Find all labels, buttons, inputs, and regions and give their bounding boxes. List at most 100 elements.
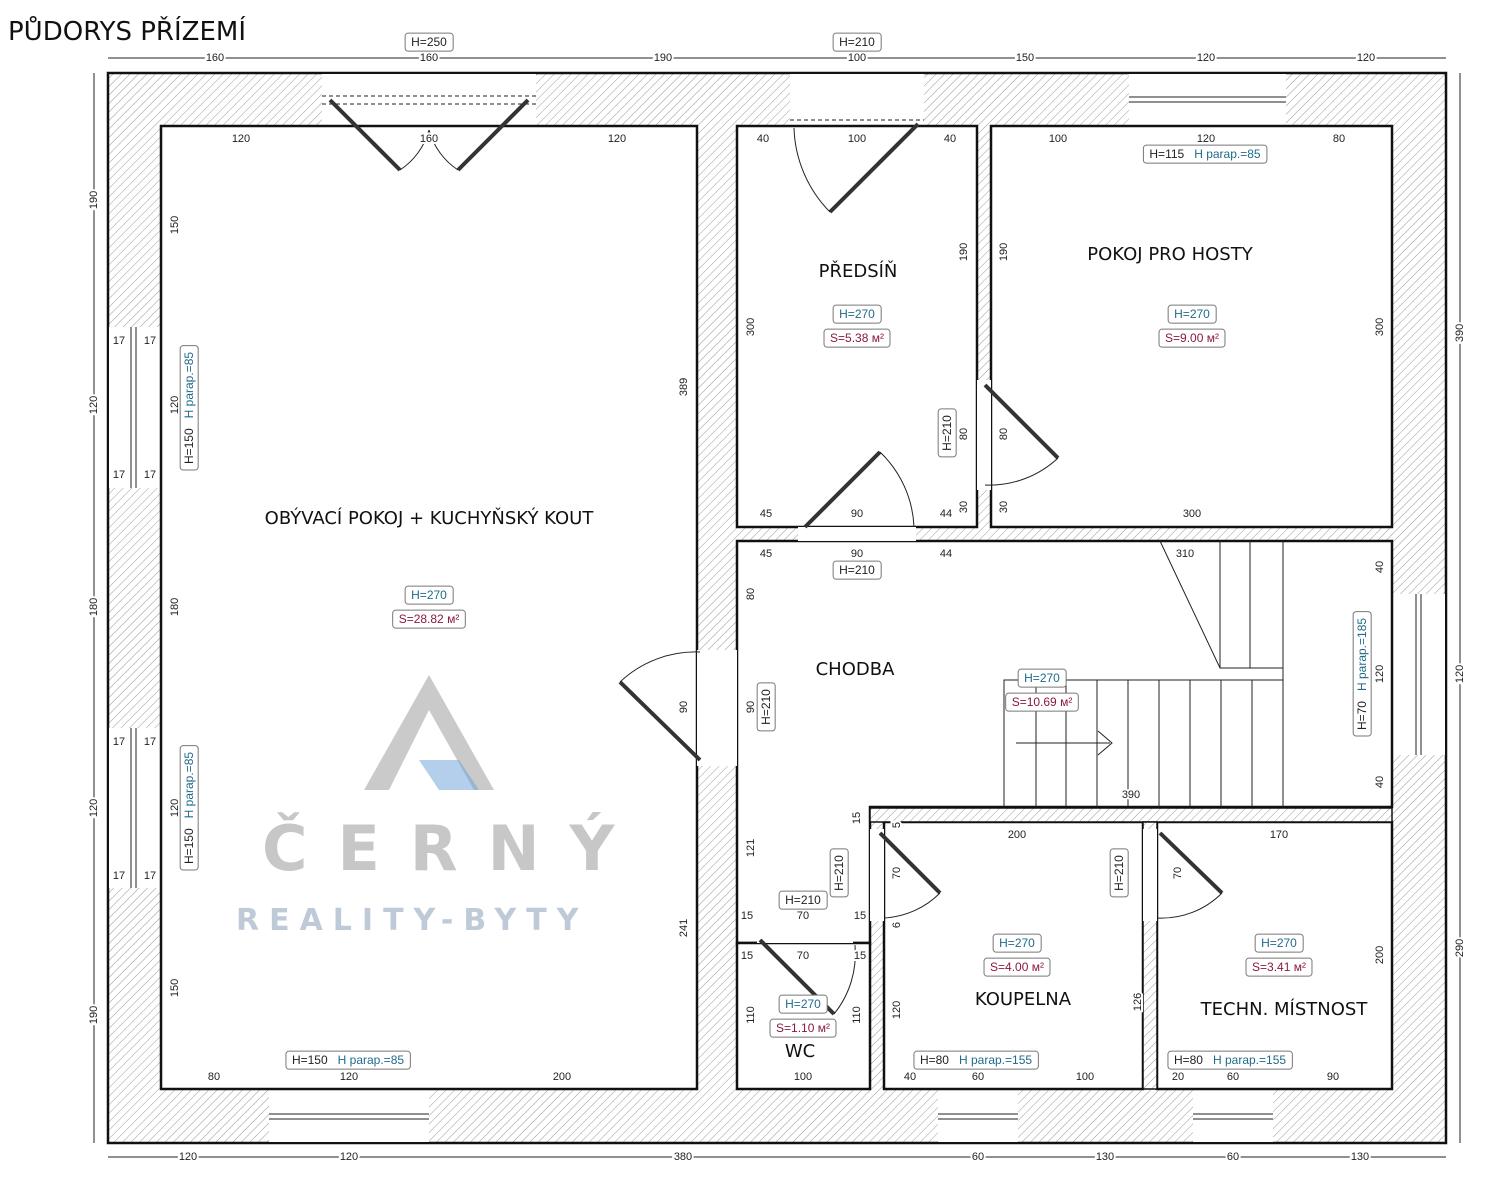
opening-height-tag: H=210 <box>839 563 875 577</box>
dimension-label: 100 <box>794 1071 812 1083</box>
dimension-label: 120 <box>891 1001 903 1019</box>
dimension-label: 126 <box>1132 993 1144 1011</box>
watermark-logo: ČERNÝ REALITY-BYTY <box>236 675 644 938</box>
dimensions-wc: 70 15 15 15 70 15 110 110 100 <box>739 908 868 1085</box>
room-height-tag: H=270 <box>411 588 447 602</box>
door-swings <box>328 98 1224 1016</box>
dimensions-top-outer: 160 160 190 100 150 120 120 <box>204 50 1377 66</box>
dimension-label: 40 <box>1374 776 1386 788</box>
dimension-label: 120 <box>1374 665 1386 683</box>
dimensions-bathroom: 200 70 6 120 126 40 60 100 15 5 <box>849 810 1146 1085</box>
dimension-label: 120 <box>1357 52 1375 64</box>
room-area-tag: S=3.41 м² <box>1252 960 1306 974</box>
dimension-label: 17 <box>144 870 156 882</box>
dimension-label: 20 <box>1172 1071 1184 1083</box>
dimensions-entry-hall: 40 100 40 300 190 80 30 45 90 44 <box>743 131 972 522</box>
dimensions-window-sills: 17 17 17 17 17 17 17 17 <box>111 333 158 884</box>
dimension-label: 390 <box>1454 324 1466 342</box>
dimension-label: 160 <box>420 133 438 145</box>
interior-door-openings <box>697 380 1157 943</box>
tag-box <box>179 745 199 871</box>
dimension-label: 120 <box>608 133 626 145</box>
dimension-label: 120 <box>88 799 100 817</box>
watermark-subtitle: REALITY-BYTY <box>236 903 588 938</box>
room-area-tag: S=10.69 м² <box>1012 695 1073 709</box>
room-name: OBÝVACÍ POKOJ + KUCHYŇSKÝ KOUT <box>265 507 595 529</box>
dimension-label: 241 <box>678 919 690 937</box>
dimension-label: 160 <box>206 52 224 64</box>
opening-height-tag: H=210 <box>1112 855 1126 891</box>
tag-box <box>778 890 828 910</box>
dimension-label: 40 <box>1374 561 1386 573</box>
dimension-label: 170 <box>1270 829 1288 841</box>
dimension-label: 300 <box>745 318 757 336</box>
dimensions-right-outer: 390 120 290 <box>1452 322 1468 959</box>
dimensions-left-outer: 190 120 180 120 190 <box>86 189 102 1026</box>
tag-box <box>829 848 849 898</box>
dimension-label: 90 <box>745 701 757 713</box>
dimension-label: 300 <box>1183 508 1201 520</box>
dimension-label: 90 <box>851 548 863 560</box>
tag-box <box>1245 957 1313 977</box>
room-name: POKOJ PRO HOSTY <box>1087 244 1253 265</box>
interior-wall <box>869 807 1393 823</box>
dimension-label: 17 <box>144 736 156 748</box>
dimension-label: 15 <box>741 950 753 962</box>
room-bathroom <box>882 820 1145 1091</box>
dimension-label: 160 <box>420 52 438 64</box>
dimension-label: 121 <box>745 839 757 857</box>
dimension-label: 100 <box>1049 133 1067 145</box>
opening-height-tag: H=150H parap.=85 <box>182 752 196 864</box>
dimension-label: 200 <box>1374 946 1386 964</box>
room-area-tag: S=5.38 м² <box>830 331 884 345</box>
dimensions-living: 120 160 120 150 120 180 120 150 80 120 2… <box>167 131 692 1085</box>
tag-box <box>769 1018 837 1038</box>
dimensions-bottom-outer: 120 120 380 60 130 60 130 <box>177 1149 1371 1165</box>
dimension-label: 120 <box>340 1151 358 1163</box>
dimension-label: 6 <box>891 922 903 928</box>
opening-height-tag: H=150H parap.=85 <box>182 352 196 464</box>
dimension-label: 60 <box>972 1071 984 1083</box>
tag-box <box>404 585 454 605</box>
room-tags: H=270 S=28.82 м² H=270 S=5.38 м² H=270 S… <box>392 304 1313 1038</box>
dimension-label: 90 <box>1327 1071 1339 1083</box>
tag-box <box>179 345 199 471</box>
dimension-label: 5 <box>891 822 903 828</box>
dimension-label: 300 <box>1374 318 1386 336</box>
dimension-label: 310 <box>1176 548 1194 560</box>
tag-box <box>992 933 1042 953</box>
room-area-tag: S=9.00 м² <box>1165 331 1219 345</box>
tag-box <box>1017 668 1067 688</box>
tag-box <box>1167 1050 1293 1070</box>
dimension-label: 40 <box>944 133 956 145</box>
dimension-label: 120 <box>232 133 250 145</box>
dimension-label: 70 <box>797 910 809 922</box>
dimension-label: 44 <box>940 548 952 560</box>
dimension-label: 380 <box>674 1151 692 1163</box>
dimension-label: 180 <box>169 598 181 616</box>
dimension-label: 30 <box>958 501 970 513</box>
dimension-label: 190 <box>998 243 1010 261</box>
room-living <box>159 124 699 1091</box>
dimension-label: 90 <box>851 508 863 520</box>
dimension-label: 45 <box>760 508 772 520</box>
dimension-label: 45 <box>760 548 772 560</box>
tag-box <box>392 609 466 629</box>
room-name: WC <box>785 1041 815 1062</box>
room-height-tag: H=270 <box>1024 671 1060 685</box>
tag-box <box>1352 611 1372 737</box>
room-height-tag: H=270 <box>999 936 1035 950</box>
dimension-label: 30 <box>998 501 1010 513</box>
watermark-brand: ČERNÝ <box>262 812 644 885</box>
dimension-label: 200 <box>553 1071 571 1083</box>
dimension-label: 60 <box>1227 1151 1239 1163</box>
dimensions-corridor: 45 90 44 310 80 90 121 390 40 120 40 <box>743 546 1388 859</box>
room-name: PŘEDSÍŇ <box>819 260 898 282</box>
dimension-label: 110 <box>745 1006 757 1024</box>
tag-box <box>832 560 882 580</box>
room-area-tag: S=28.82 м² <box>399 612 460 626</box>
plan-title: PŮDORYS PŘÍZEMÍ <box>8 15 246 47</box>
opening-height-tag: H=250 <box>411 35 447 49</box>
